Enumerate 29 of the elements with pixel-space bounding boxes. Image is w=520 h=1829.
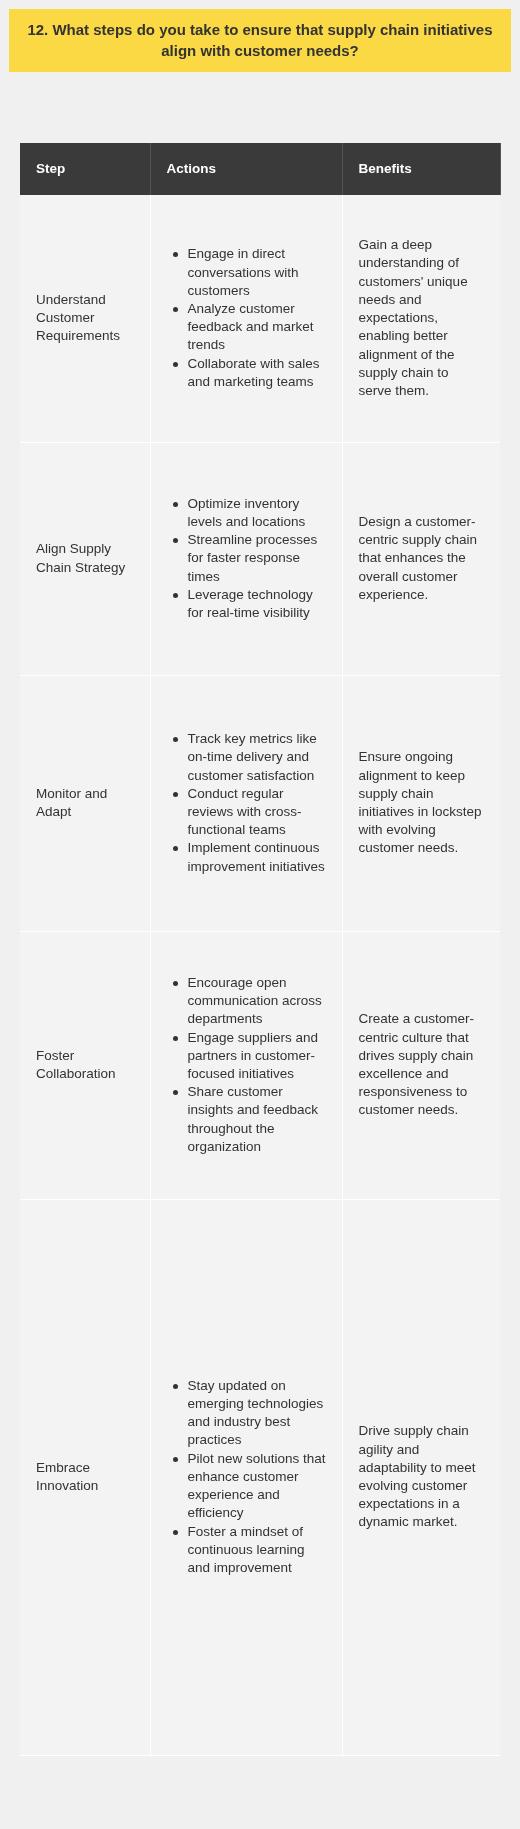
bullet-item: Optimize inventory levels and locations [187, 494, 307, 531]
bullet-item: Streamline processes for faster response times [187, 531, 319, 586]
benefit-text: Ensure ongoing alignment to keep supply chain initiatives in lockstep with evolving customer needs. [358, 749, 482, 856]
bullet-item: Engage in direct conversations with customers [187, 245, 300, 300]
step-label: Embrace Innovation [36, 1459, 99, 1493]
bullet-item: Collaborate with sales and marketing teams [187, 354, 321, 391]
bullet-item: Encourage open communication across departments [187, 973, 323, 1029]
step-label: Align Supply Chain Strategy [36, 541, 126, 575]
step-label: Foster Collaboration [36, 1047, 116, 1081]
bullet-item: Engage suppliers and partners in customer-focused initiatives [187, 1028, 320, 1083]
title-banner: 12. What steps do you take to ensure that supply chain initiatives align with customer needs? [9, 9, 511, 72]
benefit-text: Drive supply chain agility and adaptability to meet evolving customer expectations in a dynamic market. [358, 1423, 476, 1530]
bullet-item: Share customer insights and feedback throughout the organization [187, 1083, 320, 1156]
benefit-text: Create a customer-centric culture that drives supply chain excellence and responsiveness to customer needs. [358, 1011, 475, 1118]
column-header: Step [36, 160, 66, 176]
bullet-item: Implement continuous improvement initiatives [187, 839, 326, 876]
bullet-item: Leverage technology for real-time visibility [187, 585, 314, 623]
step-label: Monitor and Adapt [36, 785, 108, 819]
bullet-item: Foster a mindset of continuous learning and improvement [187, 1522, 306, 1577]
column-header: Benefits [358, 160, 412, 176]
column-header: Actions [166, 160, 216, 176]
bullet-item: Pilot new solutions that enhance customer experience and efficiency [187, 1449, 327, 1523]
benefit-text: Gain a deep understanding of customers' unique needs and expectations, enabling better alignment of the supply chain to serve them. [358, 237, 468, 398]
benefit-text: Design a customer-centric supply chain that enhances the overall customer experience. [358, 513, 478, 602]
bullet-item: Stay updated on emerging technologies and industry best practices [187, 1376, 325, 1450]
step-label: Understand Customer Requirements [36, 291, 121, 344]
bullet-item: Conduct regular reviews with cross-functional teams [187, 784, 303, 840]
bullet-item: Analyze customer feedback and market trends [187, 300, 315, 355]
bullet-item: Track key metrics like on-time delivery and customer satisfaction [187, 730, 318, 785]
